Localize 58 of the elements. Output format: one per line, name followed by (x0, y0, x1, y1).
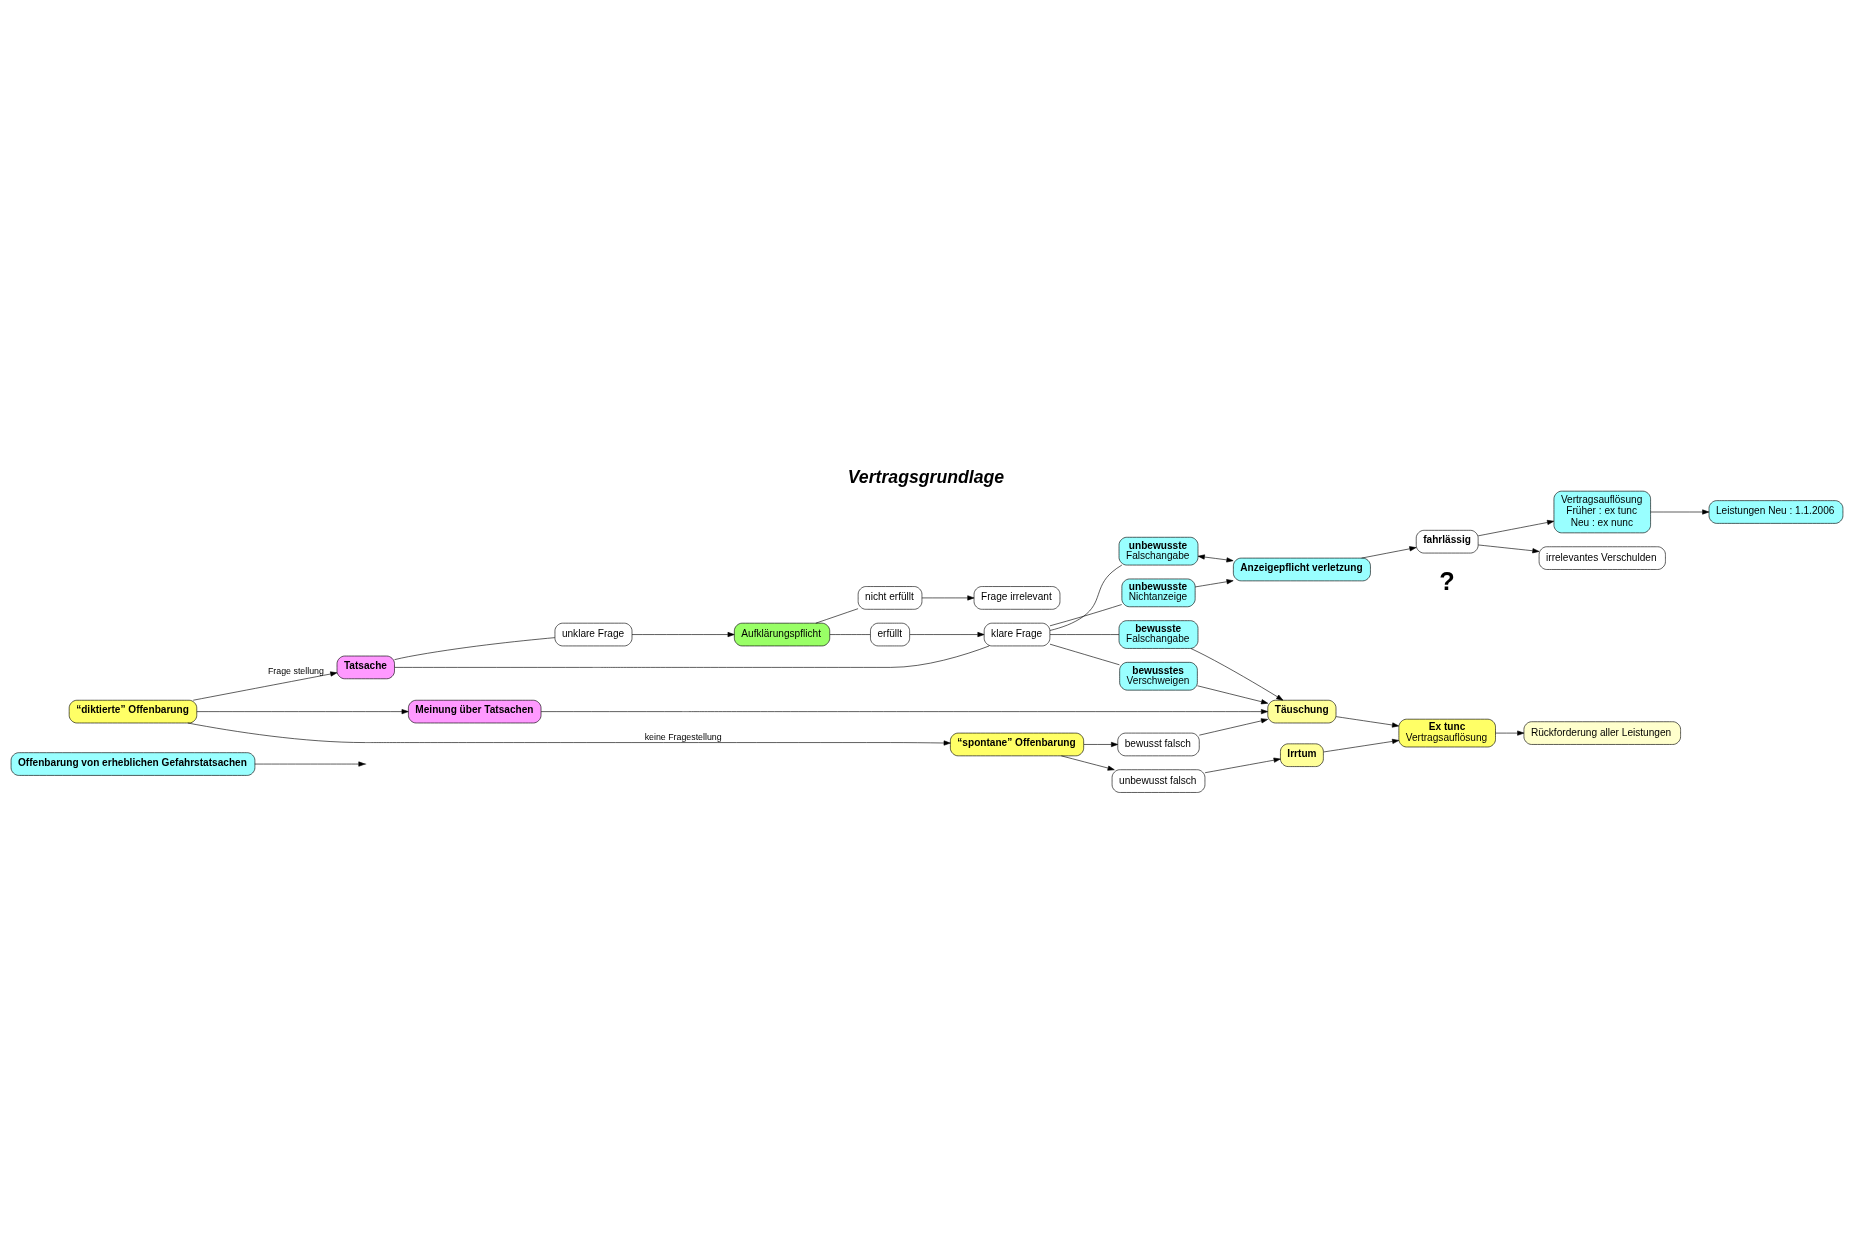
arrow (1190, 648, 1284, 701)
arrow (1199, 718, 1268, 736)
node-box: unbewusste Falschangabe (1118, 536, 1199, 566)
node-box: “spontane” Offenbarung (950, 732, 1084, 757)
node-box: Leistungen Neu : 1.1.2006 (1708, 500, 1844, 524)
arrow (196, 709, 409, 715)
connector (1049, 634, 1120, 635)
node-box: bewusste Falschangabe (1118, 620, 1199, 649)
arrow (1083, 741, 1118, 747)
node-box: Täuschung (1267, 699, 1337, 724)
node-box: irrelevantes Verschulden (1538, 546, 1666, 570)
arrow (1197, 554, 1234, 563)
arrow (192, 671, 338, 701)
node-box: Tatsache (336, 655, 395, 680)
node-box: Rückforderung aller Leistungen (1523, 721, 1681, 745)
arrow (631, 632, 735, 638)
node-box: Frage irrelevant (973, 586, 1061, 610)
arrow (1650, 509, 1710, 515)
node-box: Offenbarung von erheblichen Gefahrstatsachen (10, 752, 256, 776)
arrow (187, 722, 951, 746)
arrow (1335, 716, 1400, 728)
arrow (1477, 544, 1540, 554)
edge-label: keine Fragestellung (644, 732, 722, 743)
connector (829, 634, 871, 635)
arrow (1477, 519, 1555, 537)
arrow (1361, 546, 1417, 559)
node-box: Irrtum (1280, 743, 1324, 767)
arrow (540, 709, 1268, 715)
node-box: Ex tunc Vertragsauflösung (1398, 718, 1496, 748)
node-box: unklare Frage (554, 622, 633, 647)
node-box: bewusst falsch (1117, 732, 1200, 757)
node-box: erfüllt (870, 622, 910, 647)
node-box: Anzeigepflicht verletzung (1233, 557, 1371, 582)
label: ? (1439, 567, 1455, 596)
node-box: nicht erfüllt (857, 586, 923, 610)
node-box: unbewusste Nichtanzeige (1121, 578, 1196, 608)
node-box: “diktierte” Offenbarung (68, 699, 198, 724)
node-box: Vertragsauflösung Früher : ex tunc Neu : ex nunc (1553, 490, 1651, 534)
arrow (921, 595, 975, 601)
connector (815, 608, 859, 624)
arrow (1194, 579, 1234, 588)
node-box: Meinung über Tatsachen (408, 699, 542, 724)
arrow (1060, 755, 1115, 771)
connector (1049, 564, 1123, 631)
arrow (254, 761, 366, 767)
node-box: fahrlässig (1415, 530, 1479, 554)
arrow (1197, 685, 1269, 705)
arrow (1204, 757, 1281, 774)
node-box: klare Frage (983, 622, 1051, 647)
node-box: Aufklärungspflicht (734, 622, 831, 647)
arrow (1323, 738, 1400, 753)
node-box: bewusstes Verschweigen (1119, 662, 1198, 691)
connector (1049, 604, 1123, 627)
node-box: unbewusst falsch (1111, 769, 1206, 793)
diagram-title: Vertragsgrundlage (847, 466, 1005, 487)
arrow (909, 632, 985, 638)
arrow (1495, 730, 1525, 736)
edge-label: Frage stellung (267, 665, 324, 676)
